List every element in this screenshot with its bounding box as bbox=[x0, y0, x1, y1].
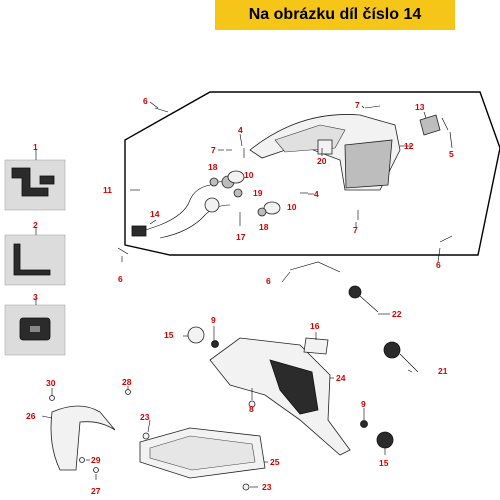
callout-17[interactable]: 17 bbox=[236, 232, 246, 242]
assembly-outline bbox=[124, 91, 500, 256]
callout-20[interactable]: 20 bbox=[317, 156, 327, 166]
bulb-19[interactable] bbox=[233, 188, 243, 198]
callout-15a[interactable]: 15 bbox=[164, 330, 174, 340]
license-plate-16[interactable] bbox=[303, 337, 329, 355]
reflector-13[interactable] bbox=[419, 114, 441, 136]
callout-19[interactable]: 19 bbox=[253, 188, 263, 198]
nut-9a[interactable] bbox=[211, 340, 219, 348]
screw-27[interactable] bbox=[93, 467, 99, 473]
screw-28[interactable] bbox=[125, 389, 131, 395]
callout-21[interactable]: 21 bbox=[438, 366, 448, 376]
callout-1[interactable]: 1 bbox=[33, 142, 38, 152]
callout-18b[interactable]: 18 bbox=[259, 222, 269, 232]
callout-2[interactable]: 2 bbox=[33, 220, 38, 230]
callout-24[interactable]: 24 bbox=[336, 373, 346, 383]
callout-11[interactable]: 11 bbox=[103, 185, 112, 195]
callout-27[interactable]: 27 bbox=[91, 486, 101, 496]
screw-23b[interactable] bbox=[242, 483, 250, 491]
screw-23a[interactable] bbox=[142, 432, 150, 440]
bulb-socket-10a[interactable] bbox=[227, 170, 245, 184]
callout-8[interactable]: 8 bbox=[249, 404, 254, 414]
callout-6b[interactable]: 6 bbox=[118, 274, 123, 284]
callout-15b[interactable]: 15 bbox=[379, 458, 389, 468]
screw-5[interactable] bbox=[441, 117, 449, 131]
callout-7a[interactable]: 7 bbox=[355, 100, 360, 110]
callout-5[interactable]: 5 bbox=[449, 149, 454, 159]
callout-6c[interactable]: 6 bbox=[266, 276, 271, 286]
highlighted-part-banner: Na obrázku díl číslo 14 bbox=[215, 0, 455, 30]
bracket-20[interactable] bbox=[317, 139, 333, 155]
callout-28[interactable]: 28 bbox=[122, 377, 132, 387]
callout-7b[interactable]: 7 bbox=[211, 145, 216, 155]
callout-13[interactable]: 13 bbox=[415, 102, 425, 112]
callout-4b[interactable]: 4 bbox=[314, 189, 319, 199]
turn-signal-22[interactable] bbox=[348, 285, 379, 313]
screw-6b[interactable] bbox=[117, 247, 129, 255]
banner-text: Na obrázku díl číslo 14 bbox=[248, 6, 422, 23]
bulb-socket-10b[interactable] bbox=[263, 201, 281, 215]
callout-6d[interactable]: 6 bbox=[436, 260, 441, 270]
callout-18a[interactable]: 18 bbox=[208, 162, 218, 172]
bulb-18b[interactable] bbox=[257, 207, 267, 217]
callout-23b[interactable]: 23 bbox=[262, 482, 272, 492]
callout-26[interactable]: 26 bbox=[26, 411, 36, 421]
callout-9b[interactable]: 9 bbox=[361, 399, 366, 409]
screw-8[interactable] bbox=[248, 400, 256, 408]
leader-lines bbox=[35, 101, 453, 488]
part-thumbnail-3[interactable] bbox=[4, 304, 66, 356]
callout-29[interactable]: 29 bbox=[91, 455, 101, 465]
rear-fender[interactable] bbox=[209, 337, 351, 456]
bulb-18a[interactable] bbox=[209, 177, 219, 187]
callout-30[interactable]: 30 bbox=[46, 378, 56, 388]
callout-23a[interactable]: 23 bbox=[140, 412, 150, 422]
callout-22[interactable]: 22 bbox=[392, 309, 402, 319]
screw-6d[interactable] bbox=[439, 235, 453, 243]
part-thumbnail-2[interactable] bbox=[4, 234, 66, 286]
callout-10a[interactable]: 10 bbox=[244, 170, 254, 180]
screw-6a[interactable] bbox=[154, 107, 169, 113]
callout-labels: 1 2 3 4 4 5 6 6 6 6 7 7 7 8 9 9 10 10 11… bbox=[26, 96, 454, 496]
callout-9a[interactable]: 9 bbox=[211, 315, 216, 325]
callout-12[interactable]: 12 bbox=[404, 141, 414, 151]
wiring-harness[interactable] bbox=[131, 175, 235, 239]
screw-29[interactable] bbox=[79, 457, 85, 463]
callout-3[interactable]: 3 bbox=[33, 292, 38, 302]
screw-30[interactable] bbox=[49, 395, 55, 401]
reflector-15a[interactable] bbox=[187, 326, 205, 344]
callout-6a[interactable]: 6 bbox=[143, 96, 148, 106]
screw-7a[interactable] bbox=[364, 105, 381, 109]
screw-6c[interactable] bbox=[289, 261, 341, 273]
callout-7c[interactable]: 7 bbox=[353, 225, 358, 235]
inner-fender[interactable] bbox=[50, 405, 116, 471]
callout-14[interactable]: 14 bbox=[150, 209, 160, 219]
callout-25[interactable]: 25 bbox=[270, 457, 280, 467]
under-tray[interactable] bbox=[139, 427, 266, 479]
callout-16[interactable]: 16 bbox=[310, 321, 320, 331]
turn-signal-21[interactable] bbox=[383, 341, 419, 373]
callout-10b[interactable]: 10 bbox=[287, 202, 297, 212]
nut-9b[interactable] bbox=[360, 420, 368, 428]
callout-4a[interactable]: 4 bbox=[238, 125, 243, 135]
reflector-15b[interactable] bbox=[376, 431, 394, 449]
part-thumbnail-1[interactable] bbox=[4, 159, 66, 211]
